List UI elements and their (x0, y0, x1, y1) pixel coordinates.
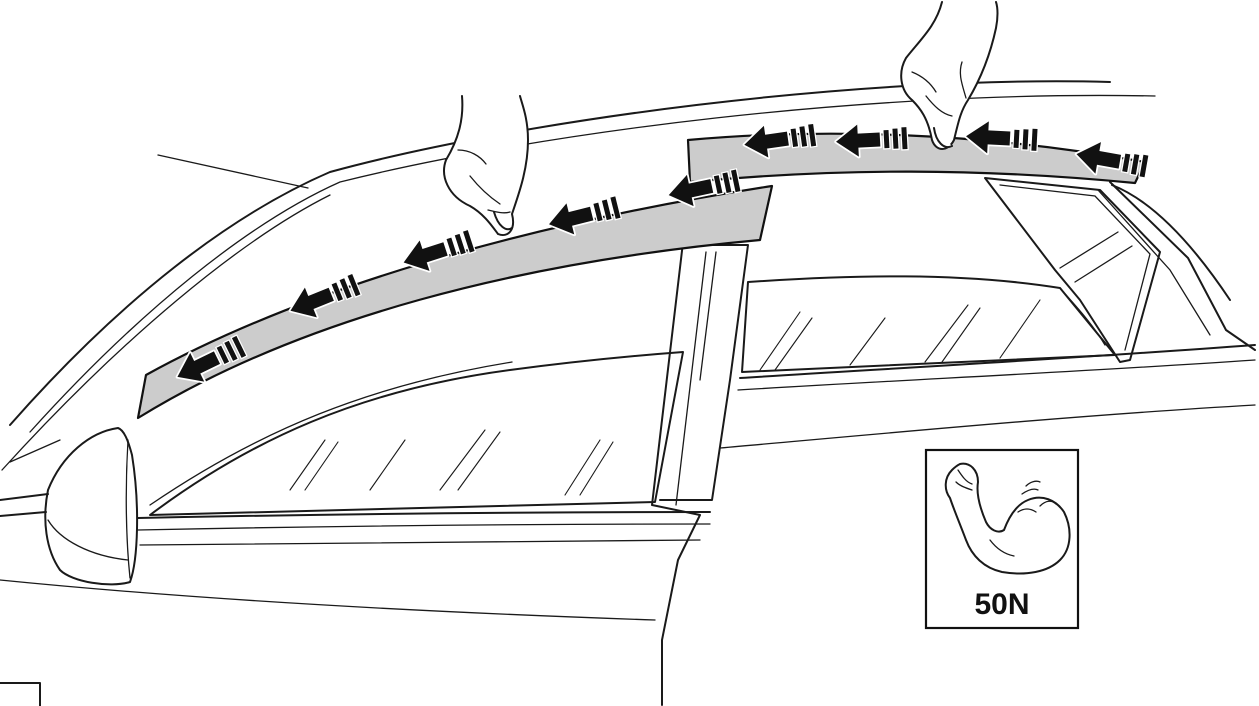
force-indicator: 50N (926, 450, 1078, 628)
force-value-label: 50N (974, 588, 1029, 621)
front-window (150, 352, 683, 515)
rear-window (742, 276, 1115, 372)
page-corner-mark (0, 683, 40, 706)
pressing-hand-icon (444, 96, 528, 235)
side-mirror (0, 428, 137, 584)
